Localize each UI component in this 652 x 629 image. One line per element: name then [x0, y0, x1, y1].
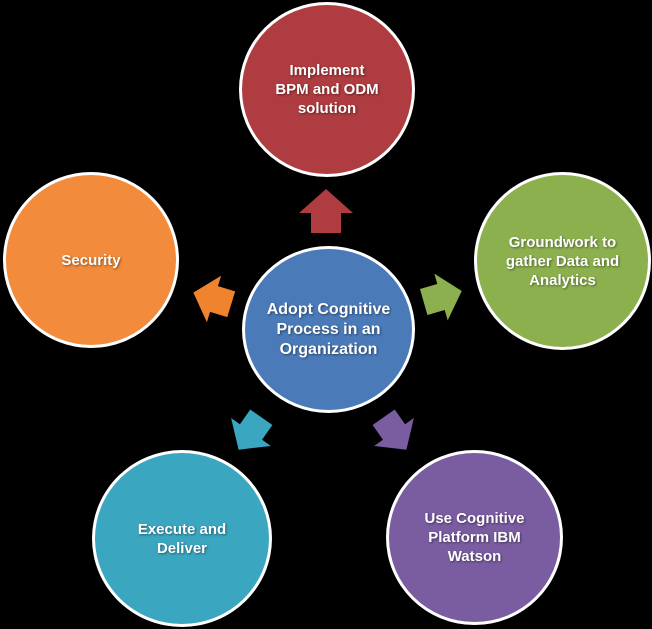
node-implement-bpm-odm-label: Implement BPM and ODM solution — [275, 62, 379, 117]
node-implement-bpm-odm: Implement BPM and ODM solution — [239, 2, 415, 177]
arrow-down-right-icon — [372, 409, 414, 450]
node-security: Security — [3, 172, 179, 348]
node-cognitive-platform-watson: Use Cognitive Platform IBM Watson — [386, 450, 563, 625]
node-center-label: Adopt Cognitive Process in an Organizati… — [266, 300, 391, 358]
node-execute-deliver: Execute and Deliver — [92, 450, 272, 627]
arrow-up-icon — [299, 189, 353, 233]
arrow-right-icon — [419, 273, 462, 321]
node-execute-deliver-label: Execute and Deliver — [137, 520, 227, 557]
node-center-adopt-cognitive: Adopt Cognitive Process in an Organizati… — [242, 246, 415, 413]
node-groundwork-data-analytics-label: Groundwork to gather Data and Analytics — [505, 233, 620, 289]
node-cognitive-platform-watson-label: Use Cognitive Platform IBM Watson — [424, 510, 525, 565]
arrow-down-left-icon — [231, 409, 273, 450]
node-security-label: Security — [61, 251, 121, 269]
arrow-left-icon — [193, 275, 236, 323]
node-groundwork-data-analytics: Groundwork to gather Data and Analytics — [474, 172, 651, 350]
